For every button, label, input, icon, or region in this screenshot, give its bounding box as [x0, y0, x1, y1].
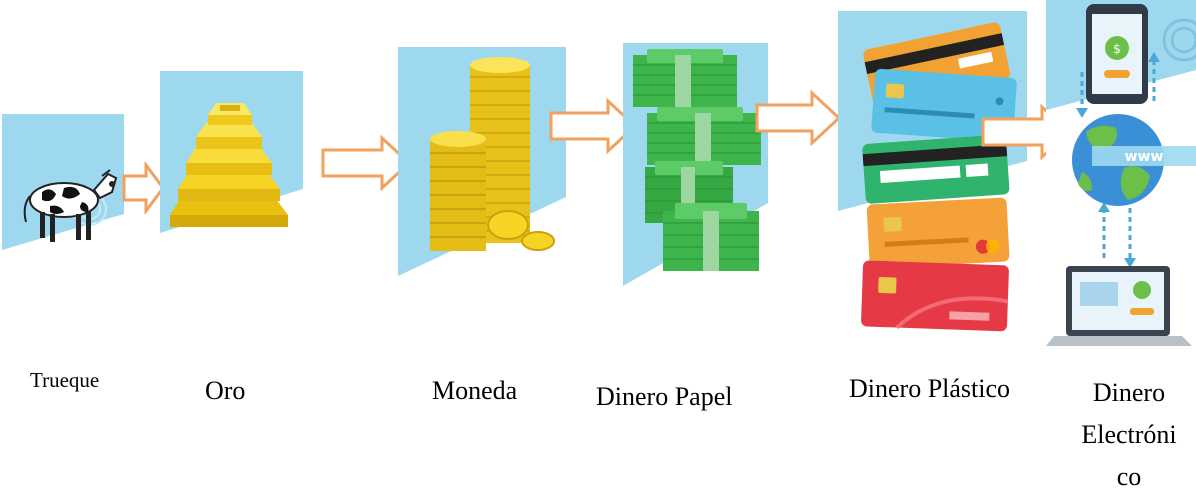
- trueque-image: [2, 114, 124, 250]
- oro-image: [160, 71, 303, 233]
- arrow-right-icon: [755, 90, 842, 146]
- arrow-right-icon: [122, 162, 165, 214]
- gold-bars-icon: [160, 71, 303, 233]
- credit-cards-icon: [838, 11, 1027, 333]
- stage-label-line: Electróni: [1081, 420, 1177, 449]
- arrow-right-icon: [321, 135, 412, 191]
- stage-label-dinero-electronico: Dinero Electróni co: [1064, 372, 1194, 498]
- stage-label-trueque: Trueque: [30, 368, 100, 392]
- stage-label-oro: Oro: [205, 376, 246, 405]
- dinero-plastico-image: [838, 11, 1027, 333]
- stage-label-line: Dinero: [1092, 378, 1166, 407]
- cow-icon: [2, 114, 124, 250]
- arrow-right-icon: [549, 98, 638, 154]
- moneda-image: [398, 47, 566, 276]
- svg-text:$: $: [1113, 42, 1121, 56]
- banknote-stack-icon: [623, 43, 768, 286]
- stage-label-dinero-plastico: Dinero Plástico: [849, 374, 1011, 403]
- stage-label-line: co: [1116, 462, 1142, 491]
- dinero-electronico-image: $ www: [1046, 0, 1196, 350]
- stage-label-dinero-papel: Dinero Papel: [596, 382, 733, 411]
- dinero-papel-image: [623, 43, 768, 286]
- svg-text:www: www: [1125, 149, 1164, 165]
- electronic-money-icon: $ www: [1046, 0, 1196, 350]
- stage-label-moneda: Moneda: [432, 376, 518, 405]
- coin-stack-icon: [398, 47, 566, 276]
